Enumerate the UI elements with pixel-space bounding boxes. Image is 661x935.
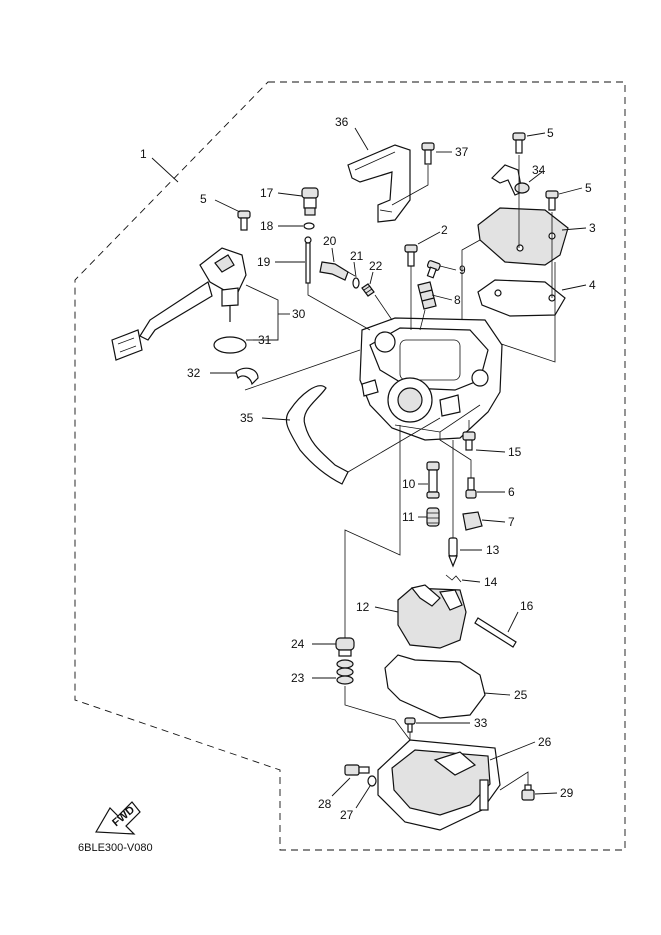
bracket-36 <box>347 144 411 223</box>
clip-34 <box>491 164 530 196</box>
callout-24: 24 <box>291 637 305 651</box>
callout-22: 22 <box>369 259 383 273</box>
callout-17: 17 <box>260 186 274 200</box>
callout-16: 16 <box>520 599 534 613</box>
sensor-30 <box>111 247 247 361</box>
callout-31: 31 <box>258 333 272 347</box>
callout-5-left: 5 <box>200 192 207 206</box>
callout-6: 6 <box>508 485 515 499</box>
fwd-arrow-icon: FWD <box>94 801 141 835</box>
gasket-25 <box>384 654 486 719</box>
screw-9 <box>426 260 441 279</box>
clip-32 <box>235 367 259 386</box>
screw-2 <box>404 244 418 267</box>
callout-13: 13 <box>486 543 500 557</box>
callout-34: 34 <box>532 163 546 177</box>
callout-20: 20 <box>323 234 337 248</box>
callout-29: 29 <box>560 786 574 800</box>
oring-21 <box>352 277 360 289</box>
callout-8: 8 <box>454 293 461 307</box>
screw-20 <box>319 261 356 281</box>
hose-35 <box>285 385 349 485</box>
screw-5-right <box>545 190 559 211</box>
callout-5-right: 5 <box>585 181 592 195</box>
callout-5-top: 5 <box>547 126 554 140</box>
callout-14: 14 <box>484 575 498 589</box>
callout-2: 2 <box>441 223 448 237</box>
callout-21: 21 <box>350 249 364 263</box>
callout-9: 9 <box>459 263 466 277</box>
callout-10: 10 <box>402 477 416 491</box>
screw-33 <box>404 717 416 733</box>
jet-6 <box>465 477 477 499</box>
screw-28 <box>344 764 370 776</box>
jet-10 <box>426 461 440 499</box>
carburetor-body <box>359 317 503 441</box>
oring-31 <box>213 336 247 354</box>
callout-11: 11 <box>402 510 415 524</box>
washer-27 <box>367 775 377 787</box>
pin-16 <box>474 617 517 648</box>
leader-1 <box>151 157 179 183</box>
callout-27: 27 <box>340 808 354 822</box>
clip-14 <box>445 574 462 583</box>
callout-18: 18 <box>260 219 274 233</box>
float-bowl-26 <box>377 739 501 831</box>
callout-15: 15 <box>508 445 522 459</box>
cap-17 <box>301 187 319 216</box>
diagram-code: 6BLE300-V080 <box>78 842 153 854</box>
spring-23 <box>336 659 354 685</box>
callout-12: 12 <box>356 600 370 614</box>
spring-8 <box>417 281 437 310</box>
callout-36: 36 <box>335 115 349 129</box>
callout-33: 33 <box>474 716 488 730</box>
screw-5-top <box>512 132 526 154</box>
callout-23: 23 <box>291 671 305 685</box>
pin-19 <box>304 236 312 284</box>
needle-13 <box>448 537 458 568</box>
callout-28: 28 <box>318 797 332 811</box>
callout-19: 19 <box>257 255 271 269</box>
callout-26: 26 <box>538 735 552 749</box>
callout-32: 32 <box>187 366 201 380</box>
spring-11 <box>426 507 440 527</box>
screw-29 <box>521 784 535 801</box>
callout-1: 1 <box>140 147 147 161</box>
plug-7 <box>462 511 483 531</box>
spring-22 <box>361 283 375 297</box>
callout-4: 4 <box>589 278 596 292</box>
cap-24 <box>335 637 355 657</box>
callout-30: 30 <box>292 307 306 321</box>
callout-35: 35 <box>240 411 254 425</box>
screw-37 <box>421 142 435 165</box>
float-12 <box>397 584 467 649</box>
screw-15 <box>462 431 476 451</box>
callout-3: 3 <box>589 221 596 235</box>
oring-18 <box>303 222 315 230</box>
plate-3 <box>477 207 569 266</box>
callout-25: 25 <box>514 688 528 702</box>
screw-5-left <box>237 210 251 231</box>
callout-37: 37 <box>455 145 469 159</box>
assembly-boundary <box>74 81 626 851</box>
callout-7: 7 <box>508 515 515 529</box>
